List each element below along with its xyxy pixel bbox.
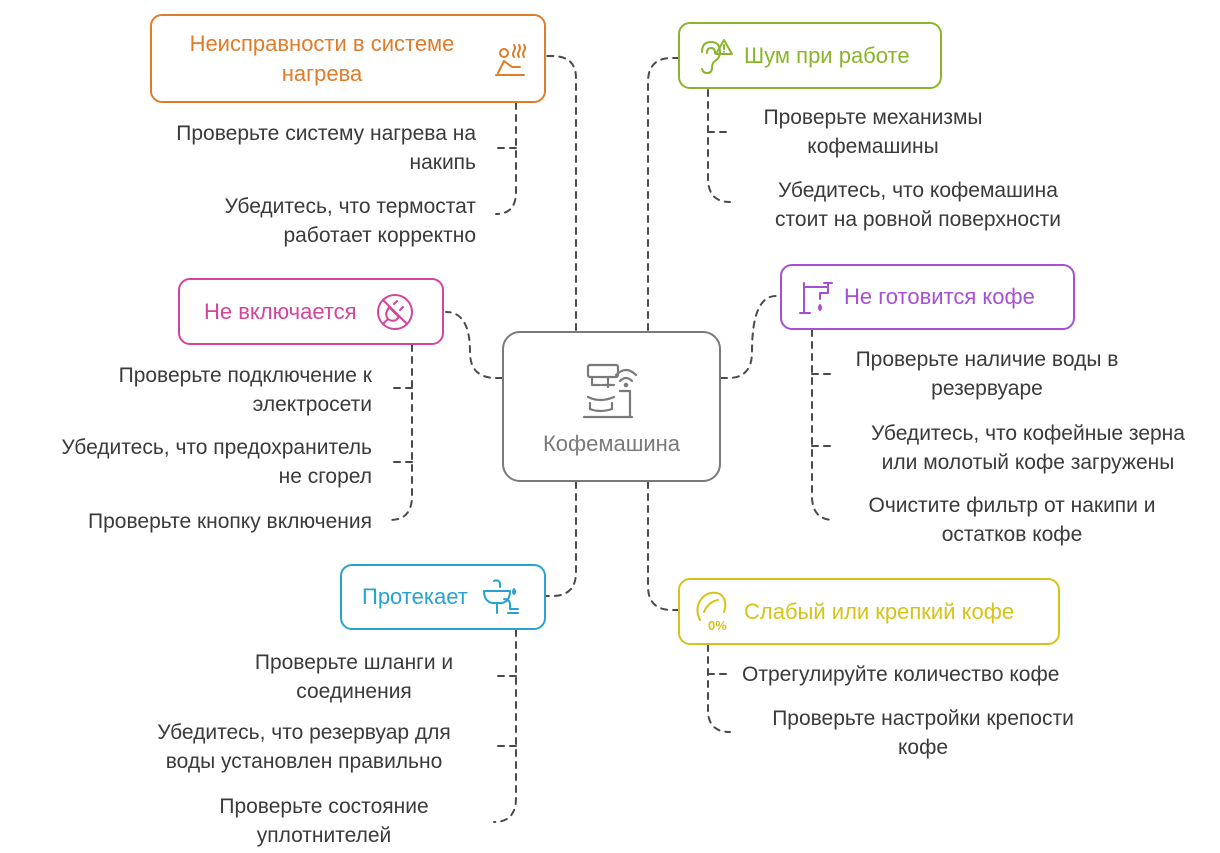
coffee-item-2: Убедитесь, что кофейные зерна или молоты…	[871, 422, 1185, 474]
branch-coffee: Не готовится кофе	[780, 264, 1075, 330]
strength-item-1: Отрегулируйте количество кофе	[742, 663, 1060, 686]
branch-strength: 0% Слабый или крепкий кофе	[678, 578, 1060, 645]
center-node-coffee-machine: Кофемашина	[502, 331, 721, 482]
center-label: Кофемашина	[542, 430, 681, 456]
branch-noise-title: Шум при работе	[744, 42, 910, 68]
leak-item-3: Проверьте состояние уплотнителей	[219, 795, 429, 847]
ear-warning-icon	[701, 38, 733, 74]
leaking-sink-icon	[482, 579, 519, 614]
heating-person-icon	[495, 43, 526, 76]
leak-item-2: Убедитесь, что резервуар для воды устано…	[157, 721, 451, 773]
branch-heating-title: Неисправности в системе нагрева	[189, 30, 455, 86]
branch-heating: Неисправности в системе нагрева	[150, 14, 546, 103]
no-plug-icon	[376, 293, 413, 330]
branch-noise: Шум при работе	[678, 22, 942, 89]
branch-power: Не включается	[178, 278, 444, 345]
coffee-item-1: Проверьте наличие воды в резервуаре	[855, 348, 1119, 400]
heating-item-2: Убедитесь, что термостат работает коррек…	[224, 195, 476, 247]
svg-text:0%: 0%	[708, 618, 727, 633]
coffee-item-3: Очистите фильтр от накипи и остатков коф…	[868, 494, 1156, 546]
power-item-2: Убедитесь, что предохранитель не сгорел	[61, 436, 372, 488]
coffee-bean-percent-icon: 0%	[696, 591, 727, 633]
power-item-3: Проверьте кнопку включения	[88, 510, 372, 533]
branch-leak-title: Протекает	[362, 584, 468, 609]
branch-power-title: Не включается	[204, 298, 357, 324]
coffee-machine-icon	[582, 363, 637, 418]
strength-item-2: Проверьте настройки крепости кофе	[772, 707, 1074, 759]
branch-coffee-title: Не готовится кофе	[844, 284, 1035, 309]
noise-item-2: Убедитесь, что кофемашина стоит на ровно…	[775, 179, 1061, 231]
branch-leak: Протекает	[340, 564, 546, 630]
heating-item-1: Проверьте систему нагрева на накипь	[176, 122, 476, 174]
faucet-icon	[799, 282, 833, 314]
branch-strength-title: Слабый или крепкий кофе	[744, 598, 1015, 624]
power-item-1: Проверьте подключение к электросети	[118, 364, 372, 416]
noise-item-1: Проверьте механизмы кофемашины	[763, 106, 983, 158]
leak-item-1: Проверьте шланги и соединения	[254, 651, 454, 703]
